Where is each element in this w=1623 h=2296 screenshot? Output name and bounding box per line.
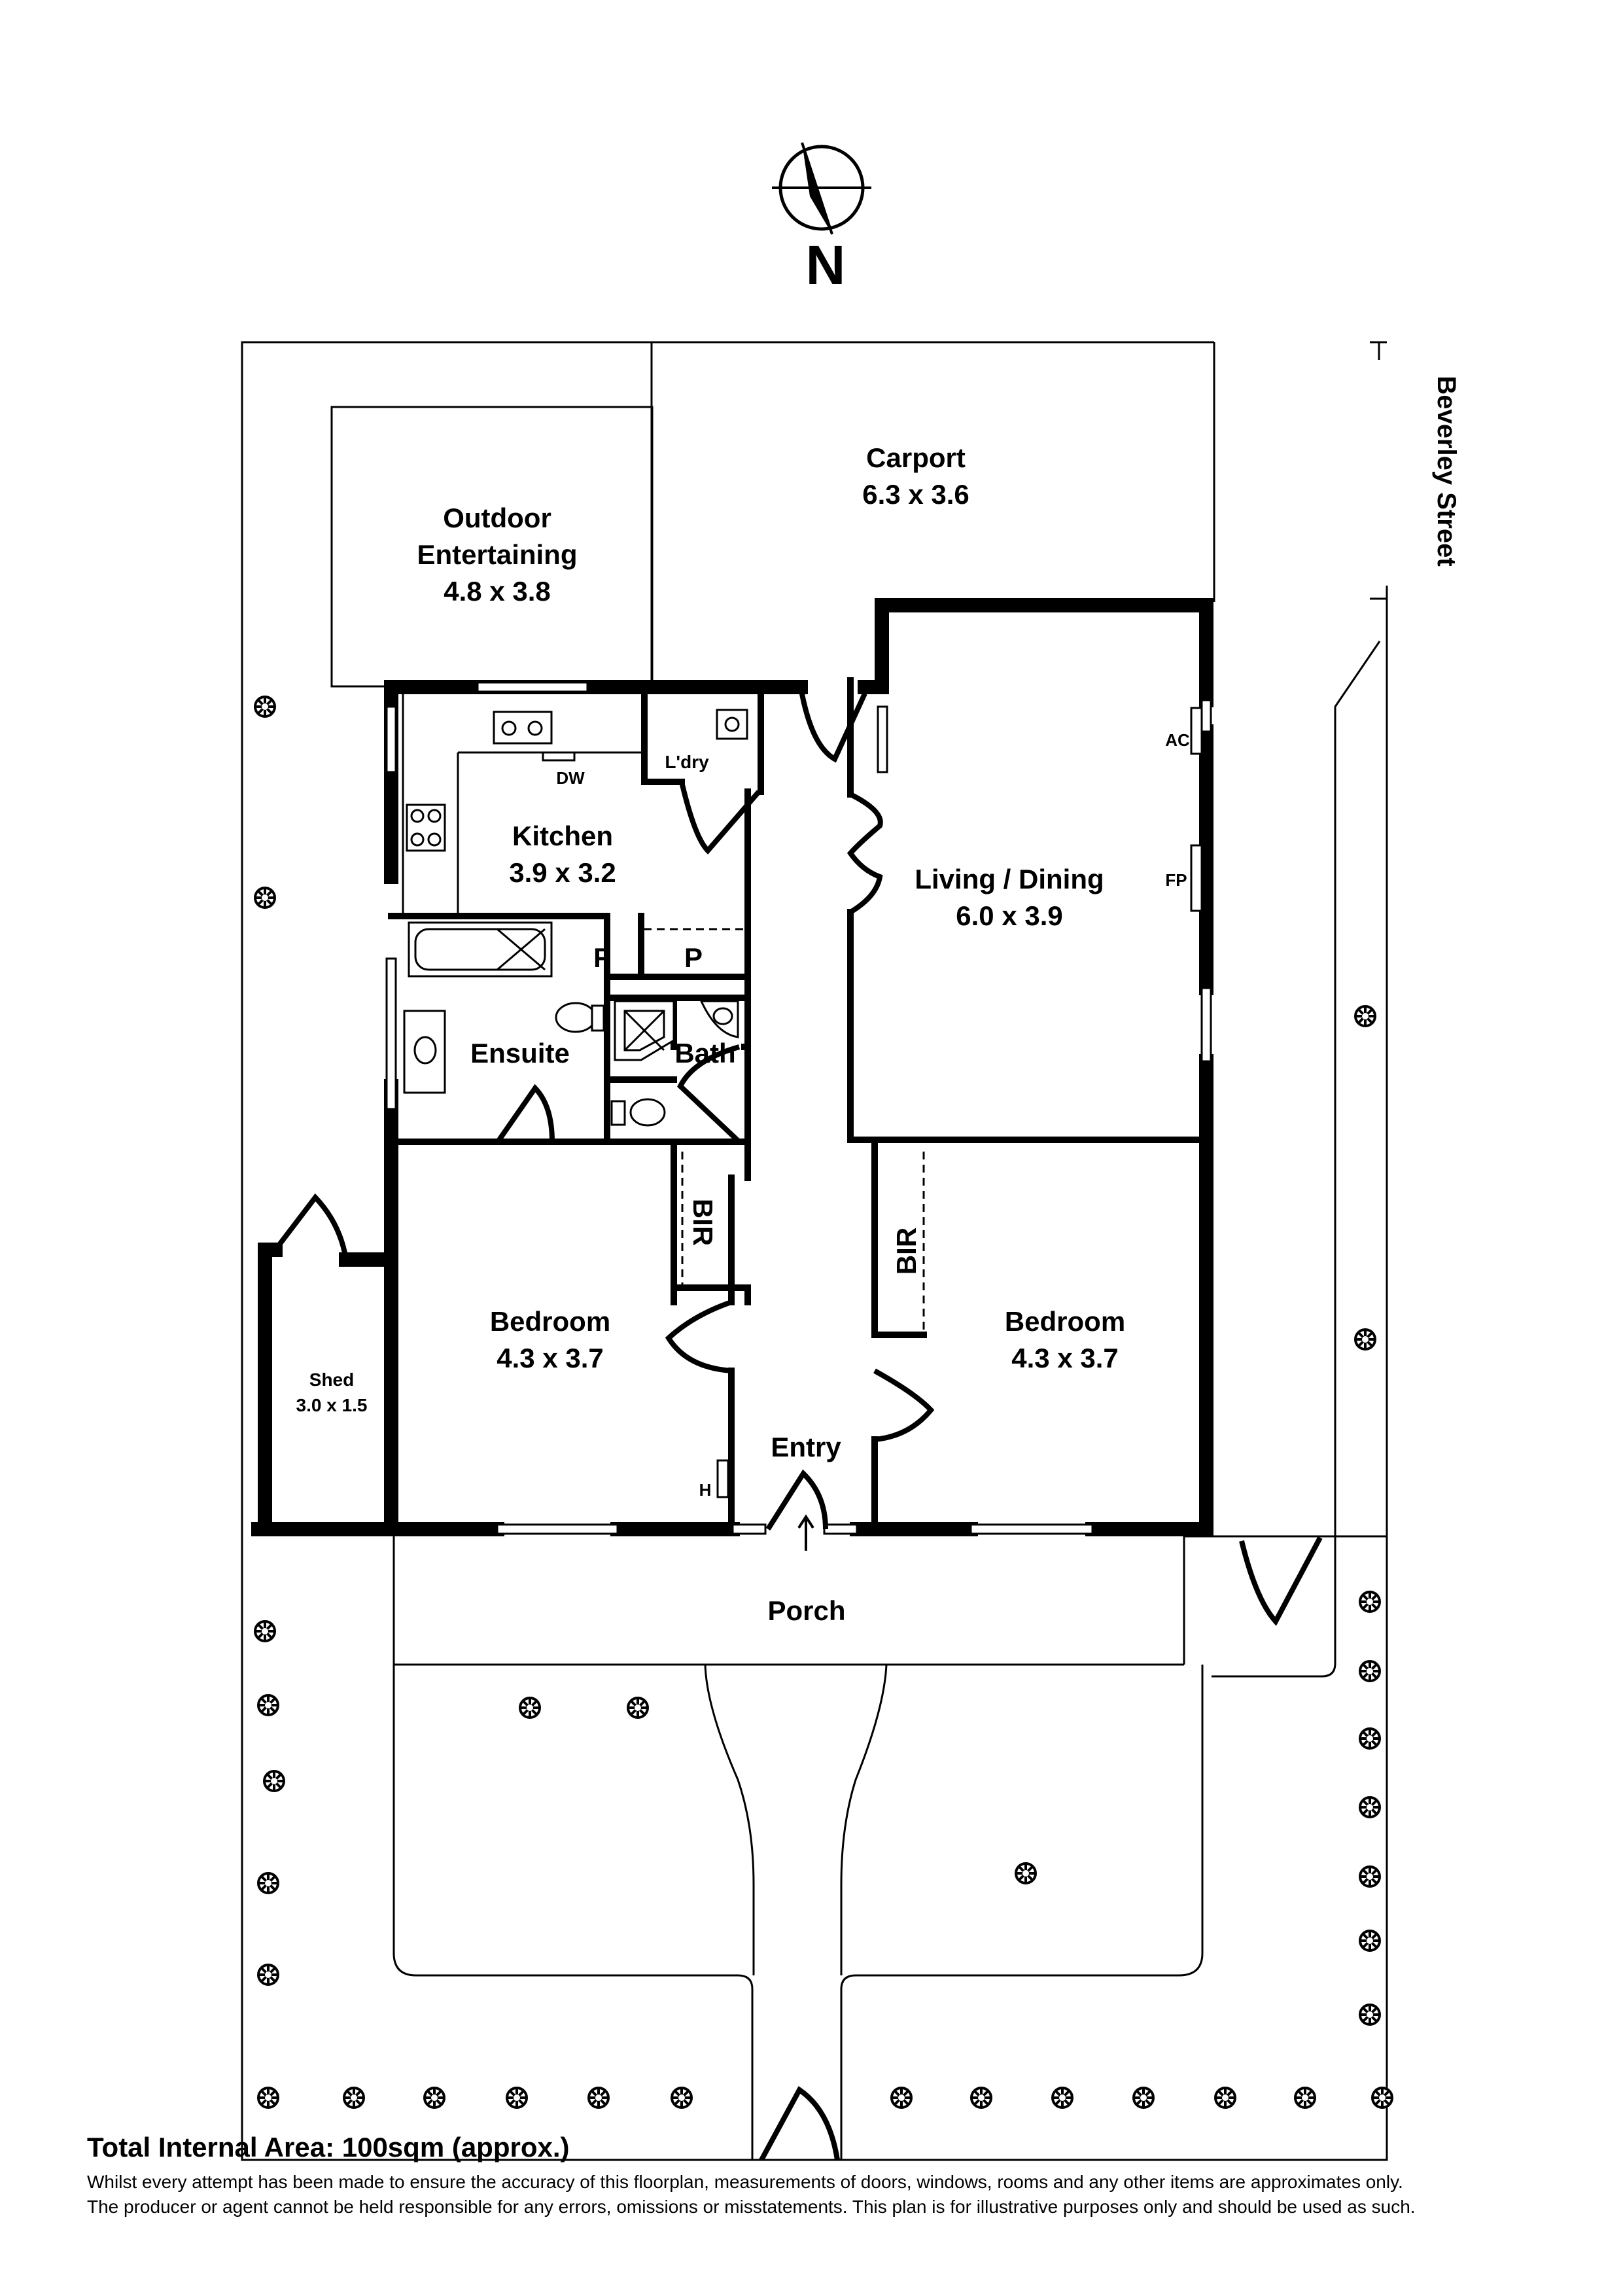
- fireplace-label: FP: [1165, 870, 1187, 890]
- shed-label: Shed: [309, 1369, 354, 1390]
- disclaimer-line-1: Whilst every attempt has been made to en…: [87, 2172, 1403, 2192]
- doors: [273, 686, 1323, 1626]
- windows: [385, 681, 1212, 1535]
- carport-dims: 6.3 x 3.6: [862, 479, 969, 510]
- fridge-label: F: [593, 942, 610, 973]
- kitchen-dims: 3.9 x 3.2: [509, 857, 616, 888]
- house-walls: [251, 598, 1213, 1536]
- laundry-label: L'dry: [665, 752, 709, 772]
- shed-dims: 3.0 x 1.5: [296, 1395, 368, 1415]
- entry-label: Entry: [771, 1432, 841, 1462]
- total-area: Total Internal Area: 100sqm (approx.): [87, 2132, 570, 2163]
- cooktop-icon: [406, 804, 446, 852]
- trees: [254, 696, 1393, 2109]
- sink-icon: [493, 711, 553, 745]
- bathroom-fixtures: [403, 921, 739, 1127]
- porch-label: Porch: [767, 1595, 845, 1626]
- ac-label: AC: [1165, 730, 1190, 750]
- footer: Total Internal Area: 100sqm (approx.) Wh…: [87, 2132, 1592, 2219]
- bedroom-right-label: Bedroom: [1005, 1306, 1125, 1337]
- living-label: Living / Dining: [915, 864, 1104, 894]
- room-labels: Outdoor Entertaining 4.8 x 3.8 Carport 6…: [296, 376, 1461, 1626]
- bedroom-left-dims: 4.3 x 3.7: [497, 1343, 603, 1373]
- bir-left-label: BIR: [688, 1199, 718, 1246]
- bir-right-label: BIR: [891, 1227, 922, 1275]
- street-label: Beverley Street: [1432, 376, 1461, 566]
- site-outline: [241, 341, 1388, 2161]
- outdoor-dims: 4.8 x 3.8: [444, 576, 550, 607]
- entry-arrow-icon: [797, 1514, 814, 1551]
- north-label: N: [806, 234, 846, 296]
- kitchen-label: Kitchen: [512, 821, 613, 851]
- outdoor-label: Outdoor: [443, 503, 551, 533]
- bedroom-left-label: Bedroom: [490, 1306, 610, 1337]
- ensuite-label: Ensuite: [470, 1038, 570, 1069]
- dishwasher-label: DW: [556, 768, 585, 788]
- disclaimer-line-2: The producer or agent cannot be held res…: [87, 2197, 1416, 2217]
- toilet-icon: [555, 1002, 597, 1033]
- compass: N: [772, 142, 871, 296]
- pantry-label: P: [684, 942, 703, 973]
- laundry-tub-icon: [716, 709, 748, 740]
- bath-label: Bath: [674, 1038, 735, 1069]
- heater-label: H: [699, 1480, 712, 1500]
- carport-label: Carport: [866, 442, 966, 473]
- wall-fixtures: [716, 707, 1203, 1498]
- living-dims: 6.0 x 3.9: [956, 900, 1062, 931]
- front-gate-icon: [759, 2086, 840, 2161]
- outdoor-label-2: Entertaining: [417, 539, 577, 570]
- kitchen-fixtures: [402, 694, 748, 916]
- bedroom-right-dims: 4.3 x 3.7: [1011, 1343, 1118, 1373]
